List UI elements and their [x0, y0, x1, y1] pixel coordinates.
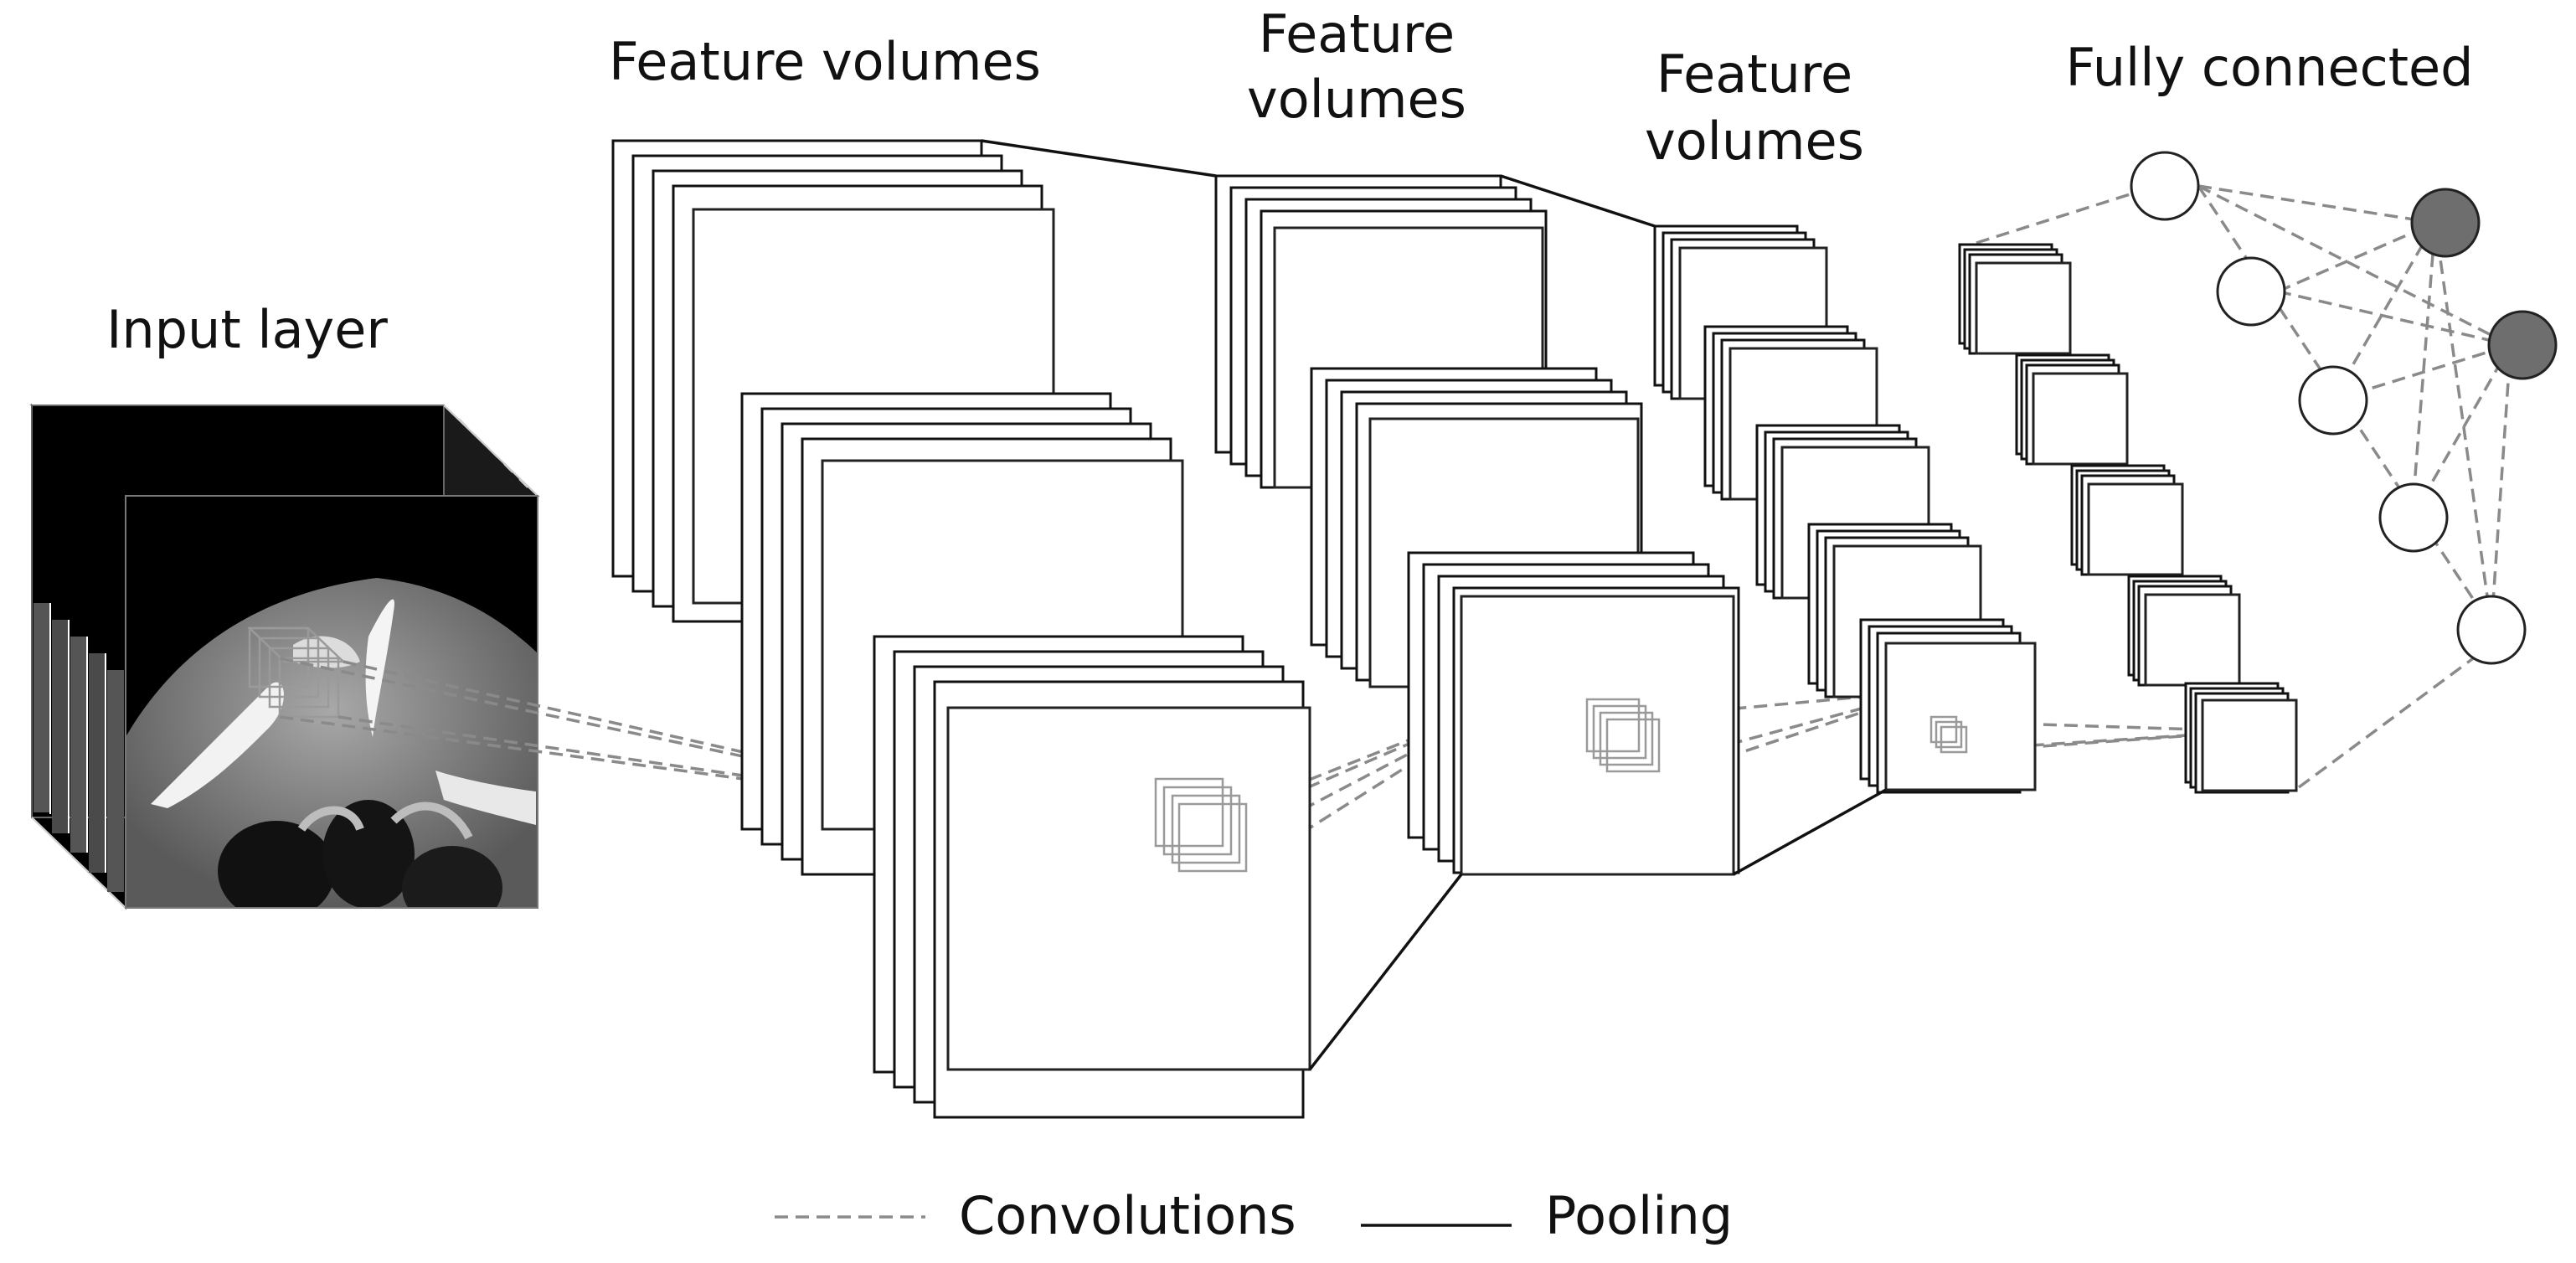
feature-volumes-label-1: Feature volumes [609, 31, 1041, 92]
input-layer-volume [29, 403, 540, 910]
feature-volume-2 [1214, 174, 1740, 876]
feature-volumes-label-2-line1: Feature [1259, 3, 1455, 64]
feature-stack-4c [2070, 464, 2184, 576]
input-slice-stack [33, 603, 124, 892]
fc-output-node [2487, 310, 2558, 380]
fc-output-node [2410, 188, 2481, 258]
fc-hidden-nodes [2130, 151, 2527, 665]
volume-1-kernel [1154, 777, 1248, 873]
feature-volume-3 [1653, 224, 2037, 794]
volume-3-kernel [1929, 715, 1968, 754]
feature-stack-2c [1407, 551, 1740, 876]
feature-stack-4a [1958, 243, 2072, 355]
feature-stack-1c [873, 635, 1311, 1119]
pooling-legend-label: Pooling [1545, 1185, 1733, 1246]
volume-2-kernel [1585, 698, 1661, 773]
feature-volume-1 [611, 139, 1311, 1119]
fc-hidden-node [2378, 482, 2449, 553]
fc-output-nodes [2410, 188, 2558, 380]
fully-connected-layer [2130, 151, 2558, 665]
input-layer-label: Input layer [106, 299, 388, 360]
feature-volumes-label-3-line1: Feature [1656, 44, 1852, 105]
ct-slice-image [126, 496, 538, 908]
fc-hidden-node [2130, 151, 2200, 221]
convolutions-legend-label: Convolutions [959, 1185, 1296, 1246]
feature-stack-4b [2015, 353, 2129, 466]
fc-hidden-node [2298, 365, 2368, 436]
pooling-connections [981, 139, 1887, 1071]
feature-volumes-label-3-line2: volumes [1645, 111, 1864, 172]
legend: Convolutions Pooling [775, 1185, 1733, 1246]
fully-connected-label: Fully connected [2065, 37, 2473, 98]
fc-hidden-node [2456, 595, 2527, 665]
input-kernel [246, 626, 347, 719]
feature-stack-4d [2127, 575, 2241, 687]
feature-volumes-label-2-line2: volumes [1247, 69, 1466, 130]
feature-volume-4 [1958, 243, 2298, 794]
feature-stack-4e [2184, 682, 2298, 794]
fc-hidden-node [2216, 256, 2286, 327]
feature-stack-3e [1859, 618, 2037, 794]
